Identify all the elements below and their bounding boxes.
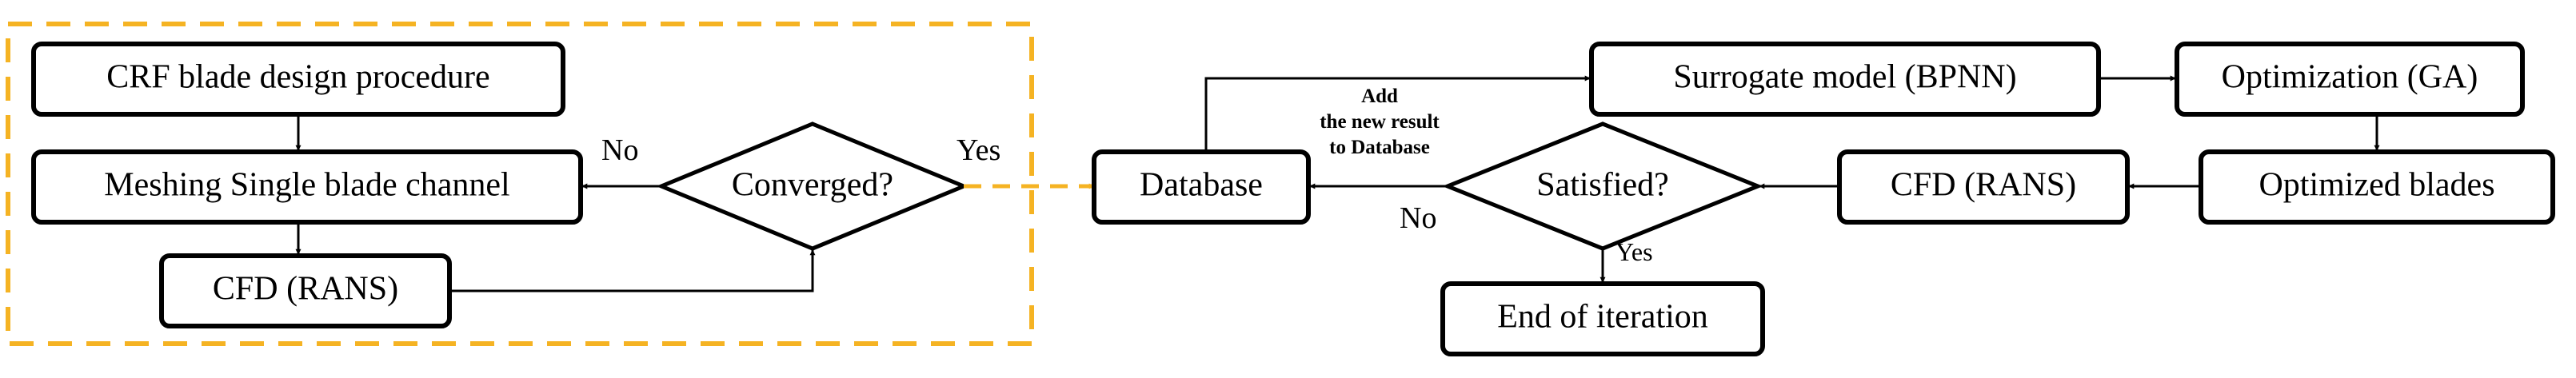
converged-decision: Converged? bbox=[656, 121, 969, 251]
optimization-box: Optimization (GA) bbox=[2175, 42, 2525, 117]
satisfied-yes-label: Yes bbox=[1615, 237, 1653, 266]
optimized-blades-label: Optimized blades bbox=[2258, 167, 2494, 204]
satisfied-label: Satisfied? bbox=[1536, 167, 1669, 204]
optimization-label: Optimization (GA) bbox=[2222, 59, 2478, 96]
mesh-convergence-loop-border bbox=[6, 22, 1034, 346]
cfd-right-label: CFD (RANS) bbox=[1891, 167, 2076, 204]
arrow-cfd-to-converged bbox=[449, 249, 816, 292]
satisfied-decision: Satisfied? bbox=[1442, 121, 1763, 251]
meshing-box: Meshing Single blade channel bbox=[31, 149, 583, 225]
arrow-database-to-surrogate bbox=[1204, 75, 1591, 152]
surrogate-box: Surrogate model (BPNN) bbox=[1589, 42, 2101, 117]
converged-label: Converged? bbox=[732, 167, 893, 204]
database-box: Database bbox=[1092, 149, 1311, 225]
end-label: End of iteration bbox=[1497, 299, 1708, 336]
database-label: Database bbox=[1140, 167, 1263, 204]
add-result-label-line3: to Database bbox=[1329, 137, 1430, 158]
optimized-blades-box: Optimized blades bbox=[2199, 149, 2555, 225]
surrogate-label: Surrogate model (BPNN) bbox=[1673, 59, 2016, 96]
crf-design-box: CRF blade design procedure bbox=[31, 42, 565, 117]
converged-no-label: No bbox=[601, 133, 638, 167]
cfd-left-label: CFD (RANS) bbox=[213, 271, 398, 308]
meshing-label: Meshing Single blade channel bbox=[104, 167, 509, 204]
add-result-label-line2: the new result bbox=[1320, 111, 1440, 133]
crf-design-label: CRF blade design procedure bbox=[106, 59, 489, 96]
satisfied-no-label: No bbox=[1400, 201, 1436, 235]
cfd-left-box: CFD (RANS) bbox=[159, 253, 452, 328]
add-result-label-line1: Add bbox=[1361, 86, 1398, 107]
end-box: End of iteration bbox=[1440, 281, 1765, 356]
cfd-right-box: CFD (RANS) bbox=[1837, 149, 2130, 225]
converged-yes-label: Yes bbox=[957, 133, 1000, 167]
